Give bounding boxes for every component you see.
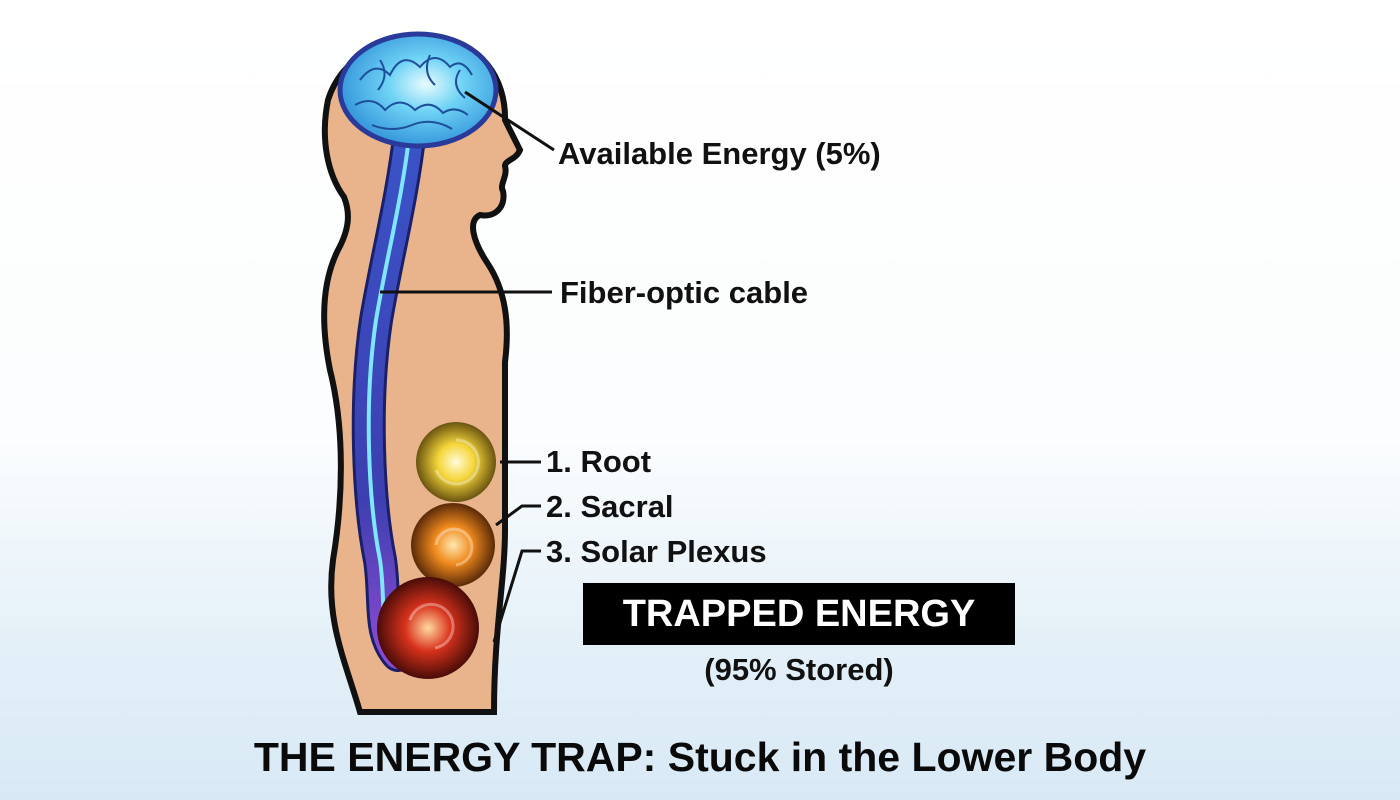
stored-percentage: (95% Stored): [704, 652, 894, 687]
label-solar-plexus: 3. Solar Plexus: [546, 534, 767, 569]
trapped-energy-banner: TRAPPED ENERGY: [583, 583, 1015, 645]
brain: [337, 31, 499, 149]
label-root: 1. Root: [546, 444, 652, 479]
root-chakra: [416, 422, 496, 502]
leader-lines: [380, 90, 555, 643]
label-fiber-optic-cable: Fiber-optic cable: [560, 275, 809, 310]
label-sacral: 2. Sacral: [546, 489, 674, 524]
diagram-title: THE ENERGY TRAP: Stuck in the Lower Body: [253, 734, 1147, 780]
label-available-energy: Available Energy (5%): [558, 136, 881, 171]
sacral-chakra: [411, 503, 495, 587]
solar-plexus-chakra: [377, 577, 479, 679]
brain-folds: [354, 54, 473, 130]
